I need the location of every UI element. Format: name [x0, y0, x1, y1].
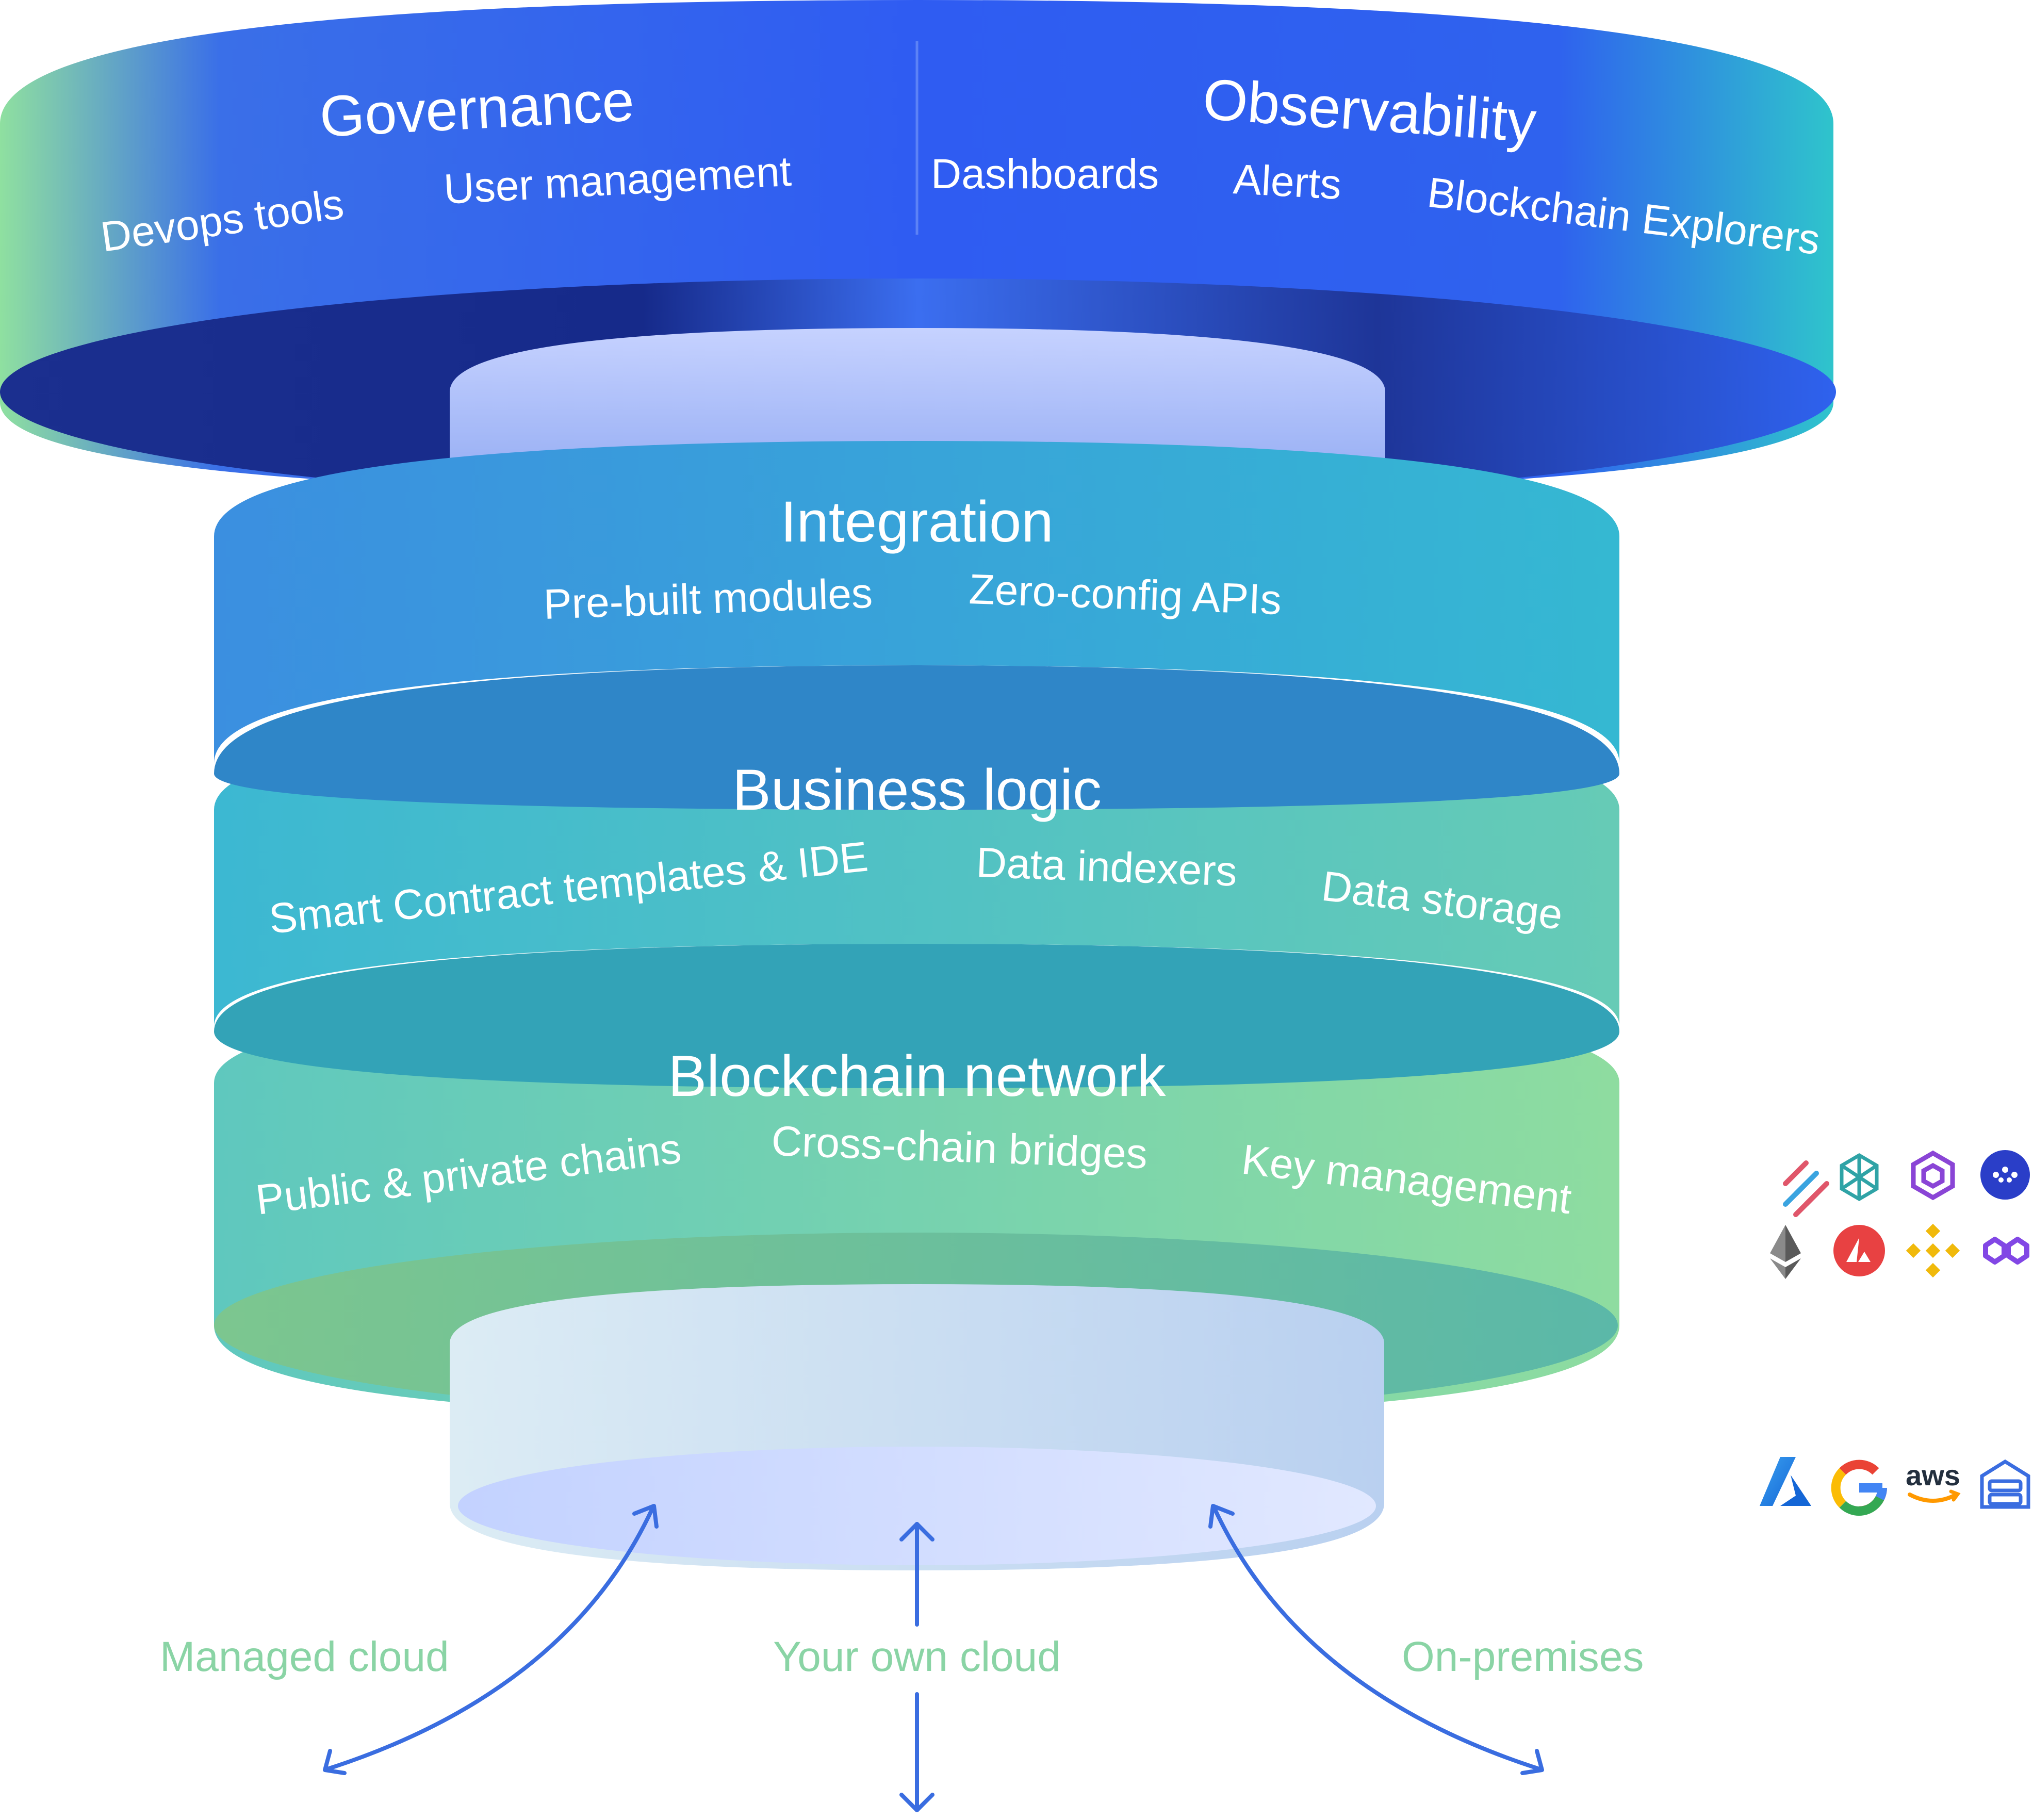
blockchain-network-title: Blockchain network	[668, 1044, 1167, 1108]
chain-logos	[1770, 1150, 2030, 1279]
integration-bottom	[214, 665, 1619, 810]
deployment-option-on-premises: On-premises	[1402, 1633, 1644, 1680]
observability-item-dashboards: Dashboards	[931, 151, 1159, 198]
starknet-icon	[1980, 1150, 2030, 1200]
business-logic-bottom	[214, 944, 1619, 1088]
deployment-arrows	[323, 1504, 1544, 1812]
arrow-on-premises-head-top	[1208, 1504, 1235, 1529]
base-cylinder	[450, 1284, 1384, 1570]
top-ring	[0, 0, 1836, 505]
azure-icon	[1760, 1457, 1811, 1506]
integration-title: Integration	[780, 489, 1053, 554]
observability-item-alerts: Alerts	[1232, 156, 1342, 208]
avalanche-icon	[1833, 1225, 1885, 1276]
arrow-managed-cloud-head-top	[632, 1504, 659, 1529]
ethereum-icon	[1770, 1225, 1801, 1279]
cosmos-icon	[1840, 1153, 1879, 1202]
integration-wall	[214, 441, 1619, 763]
polygon-icon	[1983, 1237, 2029, 1265]
arrow-managed-cloud-head-bottom	[323, 1749, 347, 1775]
integration-item-pre-built-modules: Pre-built modules	[543, 570, 873, 628]
arrow-managed-cloud	[325, 1506, 654, 1771]
business-logic-title: Business logic	[732, 758, 1102, 822]
base-cylinder-top	[458, 1447, 1376, 1565]
hyperledger-icon	[1783, 1160, 1829, 1217]
deployment-option-managed-cloud: Managed cloud	[160, 1633, 449, 1680]
google-cloud-icon	[1831, 1460, 1887, 1516]
arrow-your-own-cloud-head-bottom	[899, 1793, 934, 1812]
arrow-on-premises-head-bottom	[1520, 1749, 1544, 1775]
polygon-cube-icon	[1911, 1150, 1955, 1201]
aws-text: aws	[1906, 1459, 1960, 1491]
deployment-option-your-own-cloud: Your own cloud	[773, 1633, 1061, 1680]
bnb-chain-icon	[1906, 1223, 1960, 1278]
business-logic-item-data-indexers: Data indexers	[975, 839, 1238, 895]
arrow-your-own-cloud-head-top	[899, 1522, 934, 1542]
aws-icon: aws	[1906, 1459, 1961, 1503]
server-icon	[1980, 1459, 2030, 1509]
cloud-logos: aws	[1760, 1457, 2030, 1516]
integration-layer	[214, 441, 1619, 810]
integration-item-zero-config-apis: Zero-config APIs	[968, 566, 1282, 624]
arrow-on-premises	[1212, 1506, 1542, 1771]
